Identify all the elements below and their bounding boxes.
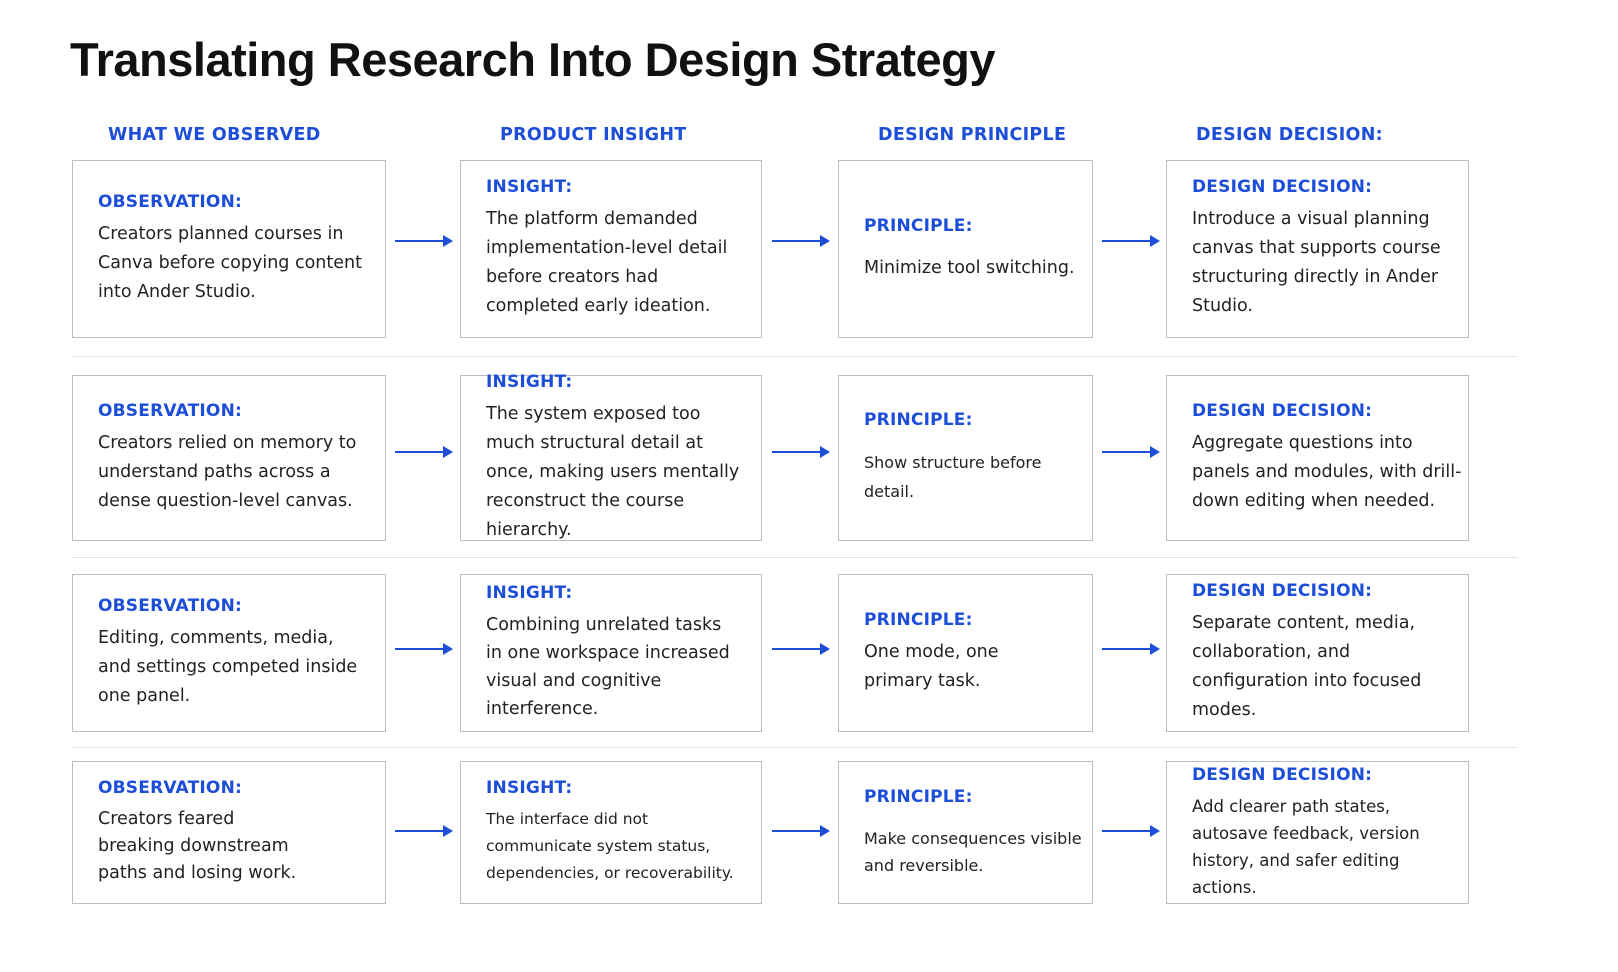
principle-card: PRINCIPLE: Show structure before detail.	[838, 375, 1093, 541]
decision-label: DESIGN DECISION:	[1192, 177, 1373, 197]
decision-text: Separate content, media, collaboration, …	[1192, 613, 1422, 720]
observation-text: Creators planned courses in Canva before…	[98, 223, 362, 302]
row-divider	[72, 747, 1518, 748]
page-title: Translating Research Into Design Strateg…	[70, 33, 996, 86]
insight-text: The system exposed too much structural d…	[486, 403, 740, 540]
observation-text: Creators feared breaking downstream path…	[98, 809, 297, 883]
arrow-right-icon	[772, 446, 830, 458]
arrow-right-icon	[772, 825, 830, 837]
principle-label: PRINCIPLE:	[864, 610, 973, 630]
principle-text: One mode, one primary task.	[864, 642, 999, 691]
observation-card: OBSERVATION: Editing, comments, media, a…	[72, 574, 386, 732]
insight-text: The interface did not communicate system…	[486, 810, 734, 882]
principle-label: PRINCIPLE:	[864, 215, 973, 236]
row-divider	[72, 356, 1518, 357]
principle-card: PRINCIPLE: Make consequences visible and…	[838, 761, 1093, 904]
principle-label: PRINCIPLE:	[864, 410, 973, 430]
principle-card: PRINCIPLE: Minimize tool switching.	[838, 160, 1093, 338]
insight-card: INSIGHT: The platform demanded implement…	[460, 160, 762, 338]
decision-label: DESIGN DECISION:	[1192, 400, 1373, 421]
arrow-right-icon	[772, 643, 830, 655]
column-header-decision: DESIGN DECISION:	[1196, 125, 1383, 145]
observation-card: OBSERVATION: Creators planned courses in…	[72, 160, 386, 338]
decision-label: DESIGN DECISION:	[1192, 764, 1373, 785]
principle-text: Show structure before detail.	[864, 453, 1042, 501]
observation-text: Editing, comments, media, and settings c…	[98, 627, 358, 706]
arrow-right-icon	[395, 643, 453, 655]
insight-label: INSIGHT:	[486, 583, 573, 603]
observation-label: OBSERVATION:	[98, 191, 242, 212]
decision-card: DESIGN DECISION: Introduce a visual plan…	[1166, 160, 1469, 338]
insight-label: INSIGHT:	[486, 371, 573, 392]
column-header-insight: PRODUCT INSIGHT	[500, 125, 687, 145]
arrow-right-icon	[1102, 235, 1160, 247]
insight-label: INSIGHT:	[486, 177, 573, 197]
principle-card: PRINCIPLE: One mode, one primary task.	[838, 574, 1093, 732]
decision-text: Add clearer path states, autosave feedba…	[1192, 796, 1420, 897]
principle-text: Make consequences visible and reversible…	[864, 828, 1082, 875]
principle-text: Minimize tool switching.	[864, 257, 1075, 278]
arrow-right-icon	[1102, 825, 1160, 837]
insight-text: The platform demanded implementation-lev…	[486, 209, 728, 316]
arrow-right-icon	[395, 825, 453, 837]
insight-card: INSIGHT: Combining unrelated tasks in on…	[460, 574, 762, 732]
arrow-right-icon	[772, 235, 830, 247]
decision-label: DESIGN DECISION:	[1192, 581, 1373, 601]
arrow-right-icon	[1102, 446, 1160, 458]
observation-card: OBSERVATION: Creators relied on memory t…	[72, 375, 386, 541]
observation-label: OBSERVATION:	[98, 400, 242, 421]
observation-label: OBSERVATION:	[98, 595, 242, 616]
observation-card: OBSERVATION: Creators feared breaking do…	[72, 761, 386, 904]
observation-label: OBSERVATION:	[98, 778, 242, 798]
decision-text: Aggregate questions into panels and modu…	[1192, 432, 1462, 511]
insight-card: INSIGHT: The interface did not communica…	[460, 761, 762, 904]
principle-label: PRINCIPLE:	[864, 786, 973, 807]
decision-card: DESIGN DECISION: Add clearer path states…	[1166, 761, 1469, 904]
decision-card: DESIGN DECISION: Separate content, media…	[1166, 574, 1469, 732]
arrow-right-icon	[395, 446, 453, 458]
row-divider	[72, 557, 1518, 558]
column-header-principle: DESIGN PRINCIPLE	[878, 125, 1067, 145]
decision-card: DESIGN DECISION: Aggregate questions int…	[1166, 375, 1469, 541]
observation-text: Creators relied on memory to understand …	[98, 432, 357, 511]
arrow-right-icon	[395, 235, 453, 247]
insight-card: INSIGHT: The system exposed too much str…	[460, 371, 762, 541]
insight-label: INSIGHT:	[486, 778, 573, 798]
column-header-observed: WHAT WE OBSERVED	[108, 125, 321, 145]
arrow-right-icon	[1102, 643, 1160, 655]
decision-text: Introduce a visual planning canvas that …	[1192, 209, 1441, 316]
insight-text: Combining unrelated tasks in one workspa…	[486, 615, 730, 719]
